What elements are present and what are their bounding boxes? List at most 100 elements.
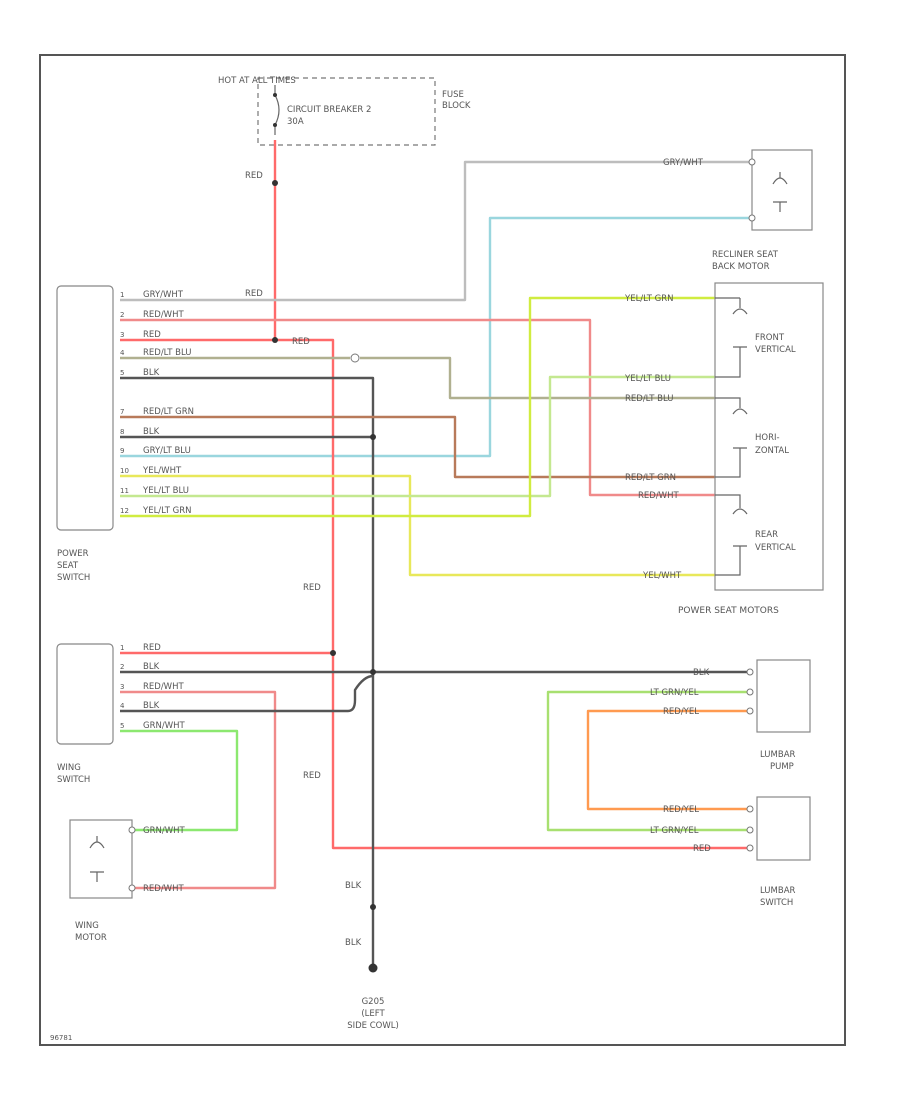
wing-switch-pin-wire-label: GRN/WHT xyxy=(143,721,186,731)
lumbar-pump-box xyxy=(756,659,811,733)
power-seat-switch-pin-wire-label: YEL/LT BLU xyxy=(142,486,189,496)
front-vertical-label-1: FRONT xyxy=(755,333,785,343)
wire-label-yel-wht: YEL/WHT xyxy=(642,571,682,581)
power-seat-switch-pin-number: 7 xyxy=(120,408,124,416)
wire-label-yel-lt-grn: YEL/LT GRN xyxy=(624,294,673,304)
lumbar-switch-terminal-2 xyxy=(746,826,754,834)
wing-switch-label-2: SWITCH xyxy=(57,775,90,785)
wire-label-red-3: RED xyxy=(292,337,310,347)
circuit-breaker-label: CIRCUIT BREAKER 2 xyxy=(287,105,371,115)
wire-yel-lt-blu xyxy=(120,375,715,498)
block-label: BLOCK xyxy=(442,101,471,111)
lumbar-wire-red-yel-2: RED/YEL xyxy=(663,805,699,815)
splices xyxy=(272,180,378,973)
recliner-terminal-1 xyxy=(748,158,756,166)
wire-blk-ground-bus xyxy=(120,376,375,970)
splice-dot xyxy=(272,337,278,343)
horizontal-label-1: HORI- xyxy=(755,433,780,443)
circuit-breaker-rating: 30A xyxy=(287,117,304,127)
lumbar-switch-box xyxy=(756,796,811,861)
fuse-label: FUSE xyxy=(442,90,464,100)
wire-label-blk-2: BLK xyxy=(345,938,362,948)
wing-switch-pin-number: 1 xyxy=(120,644,124,652)
lumbar-wire-red-yel-1: RED/YEL xyxy=(663,707,699,717)
front-motor-brush-icon xyxy=(732,298,748,315)
motor-armature-icon xyxy=(773,201,787,212)
power-seat-switch-pin-wire-label: BLK xyxy=(143,368,160,378)
power-seat-switch-pin-number: 8 xyxy=(120,428,124,436)
rear-motor-brush-icon xyxy=(715,494,748,515)
wire-label-blk-1: BLK xyxy=(345,881,362,891)
splice-dot xyxy=(370,669,376,675)
wing-motor-wire-bottom: RED/WHT xyxy=(143,884,184,894)
power-seat-switch-pin-wire-label: RED/WHT xyxy=(143,310,184,320)
power-seat-switch-pin-wire-label: RED xyxy=(143,330,161,340)
horizontal-motor-armature-icon xyxy=(715,447,747,478)
lumbar-switch-terminal-3 xyxy=(746,844,754,852)
wing-switch-pin-number: 4 xyxy=(120,702,125,710)
rear-vertical-label-1: REAR xyxy=(755,530,778,540)
wire-label-red-2: RED xyxy=(245,289,263,299)
lumbar-pump-terminal-1 xyxy=(746,668,754,676)
power-seat-switch-pin-wire-label: GRY/LT BLU xyxy=(143,446,191,456)
wire-red-lt-grn xyxy=(120,415,735,479)
recliner-label-1: RECLINER SEAT xyxy=(712,250,779,260)
splice-dot xyxy=(330,650,336,656)
power-seat-switch-pin-wire-label: YEL/LT GRN xyxy=(142,506,191,516)
wire-grn-wht xyxy=(120,729,239,832)
lumbar-pump: BLK LT GRN/YEL RED/YEL LUMBAR PUMP xyxy=(650,659,811,772)
horizontal-label-2: ZONTAL xyxy=(755,446,789,456)
lumbar-switch-label-1: LUMBAR xyxy=(760,886,796,896)
wing-motor-armature-icon xyxy=(90,871,104,882)
ground-g205: G205 (LEFT SIDE COWL) xyxy=(347,997,399,1031)
diagram-frame xyxy=(39,54,846,1046)
lumbar-pump-terminal-2 xyxy=(746,688,754,696)
wire-lt-grn-yel xyxy=(546,690,750,832)
wing-switch: WING SWITCH xyxy=(56,643,114,785)
wing-switch-pin-number: 3 xyxy=(120,683,124,691)
wire-gry-lt-blu xyxy=(120,216,752,458)
power-seat-switch-label-1: POWER xyxy=(57,549,89,559)
power-seat-switch-pin-wire-label: RED/LT GRN xyxy=(143,407,194,417)
power-seat-switch-pin-number: 11 xyxy=(120,487,129,495)
wing-switch-pin-number: 2 xyxy=(120,663,124,671)
lumbar-wire-red: RED xyxy=(693,844,711,854)
power-seat-switch-pin-number: 12 xyxy=(120,507,129,515)
recliner-label-2: BACK MOTOR xyxy=(712,262,770,272)
power-seat-switch-pin-number: 9 xyxy=(120,447,124,455)
rear-vertical-label-2: VERTICAL xyxy=(755,543,796,553)
power-seat-switch: POWER SEAT SWITCH xyxy=(56,285,114,583)
splice-dot xyxy=(370,904,376,910)
breaker-terminal-dot xyxy=(273,123,277,127)
power-seat-switch-pin-number: 10 xyxy=(120,467,129,475)
figure-id: 96781 xyxy=(50,1034,72,1042)
ground-label-3: SIDE COWL) xyxy=(347,1021,399,1031)
lumbar-wire-lt-grn-yel-1: LT GRN/YEL xyxy=(650,688,699,698)
power-seat-motors: FRONT VERTICAL HORI- ZONTAL REAR VERTICA… xyxy=(624,282,824,616)
power-seat-switch-pin-number: 5 xyxy=(120,369,124,377)
recliner-seat-back-motor: GRY/WHT RECLINER SEAT BACK MOTOR xyxy=(663,149,813,272)
wing-motor-terminal-2 xyxy=(128,884,136,892)
lumbar-pump-label-2: PUMP xyxy=(770,762,794,772)
wire-red-wht xyxy=(120,318,735,497)
front-motor-armature-icon xyxy=(715,346,747,378)
connector-ring-icon xyxy=(350,353,360,363)
lumbar-wire-lt-grn-yel-2: LT GRN/YEL xyxy=(650,826,699,836)
lumbar-pump-terminal-3 xyxy=(746,707,754,715)
wire-label-red-lt-grn: RED/LT GRN xyxy=(625,473,676,483)
power-seat-switch-pin-wire-label: GRY/WHT xyxy=(143,290,184,300)
lumbar-switch: RED/YEL LT GRN/YEL RED LUMBAR SWITCH xyxy=(650,796,811,908)
power-seat-switch-pin-number: 2 xyxy=(120,311,124,319)
wire-label-red-5: RED xyxy=(303,771,321,781)
wire-label-red-lt-blu: RED/LT BLU xyxy=(625,394,674,404)
power-seat-switch-pin-wire-label: BLK xyxy=(143,427,160,437)
wire-red-yel xyxy=(586,709,750,811)
fuse-block-outline xyxy=(257,77,436,146)
splice-dot xyxy=(272,180,278,186)
circuit-breaker-icon xyxy=(274,85,280,135)
breaker-terminal-dot xyxy=(273,93,277,97)
wing-switch-pin-wire-label: RED xyxy=(143,643,161,653)
